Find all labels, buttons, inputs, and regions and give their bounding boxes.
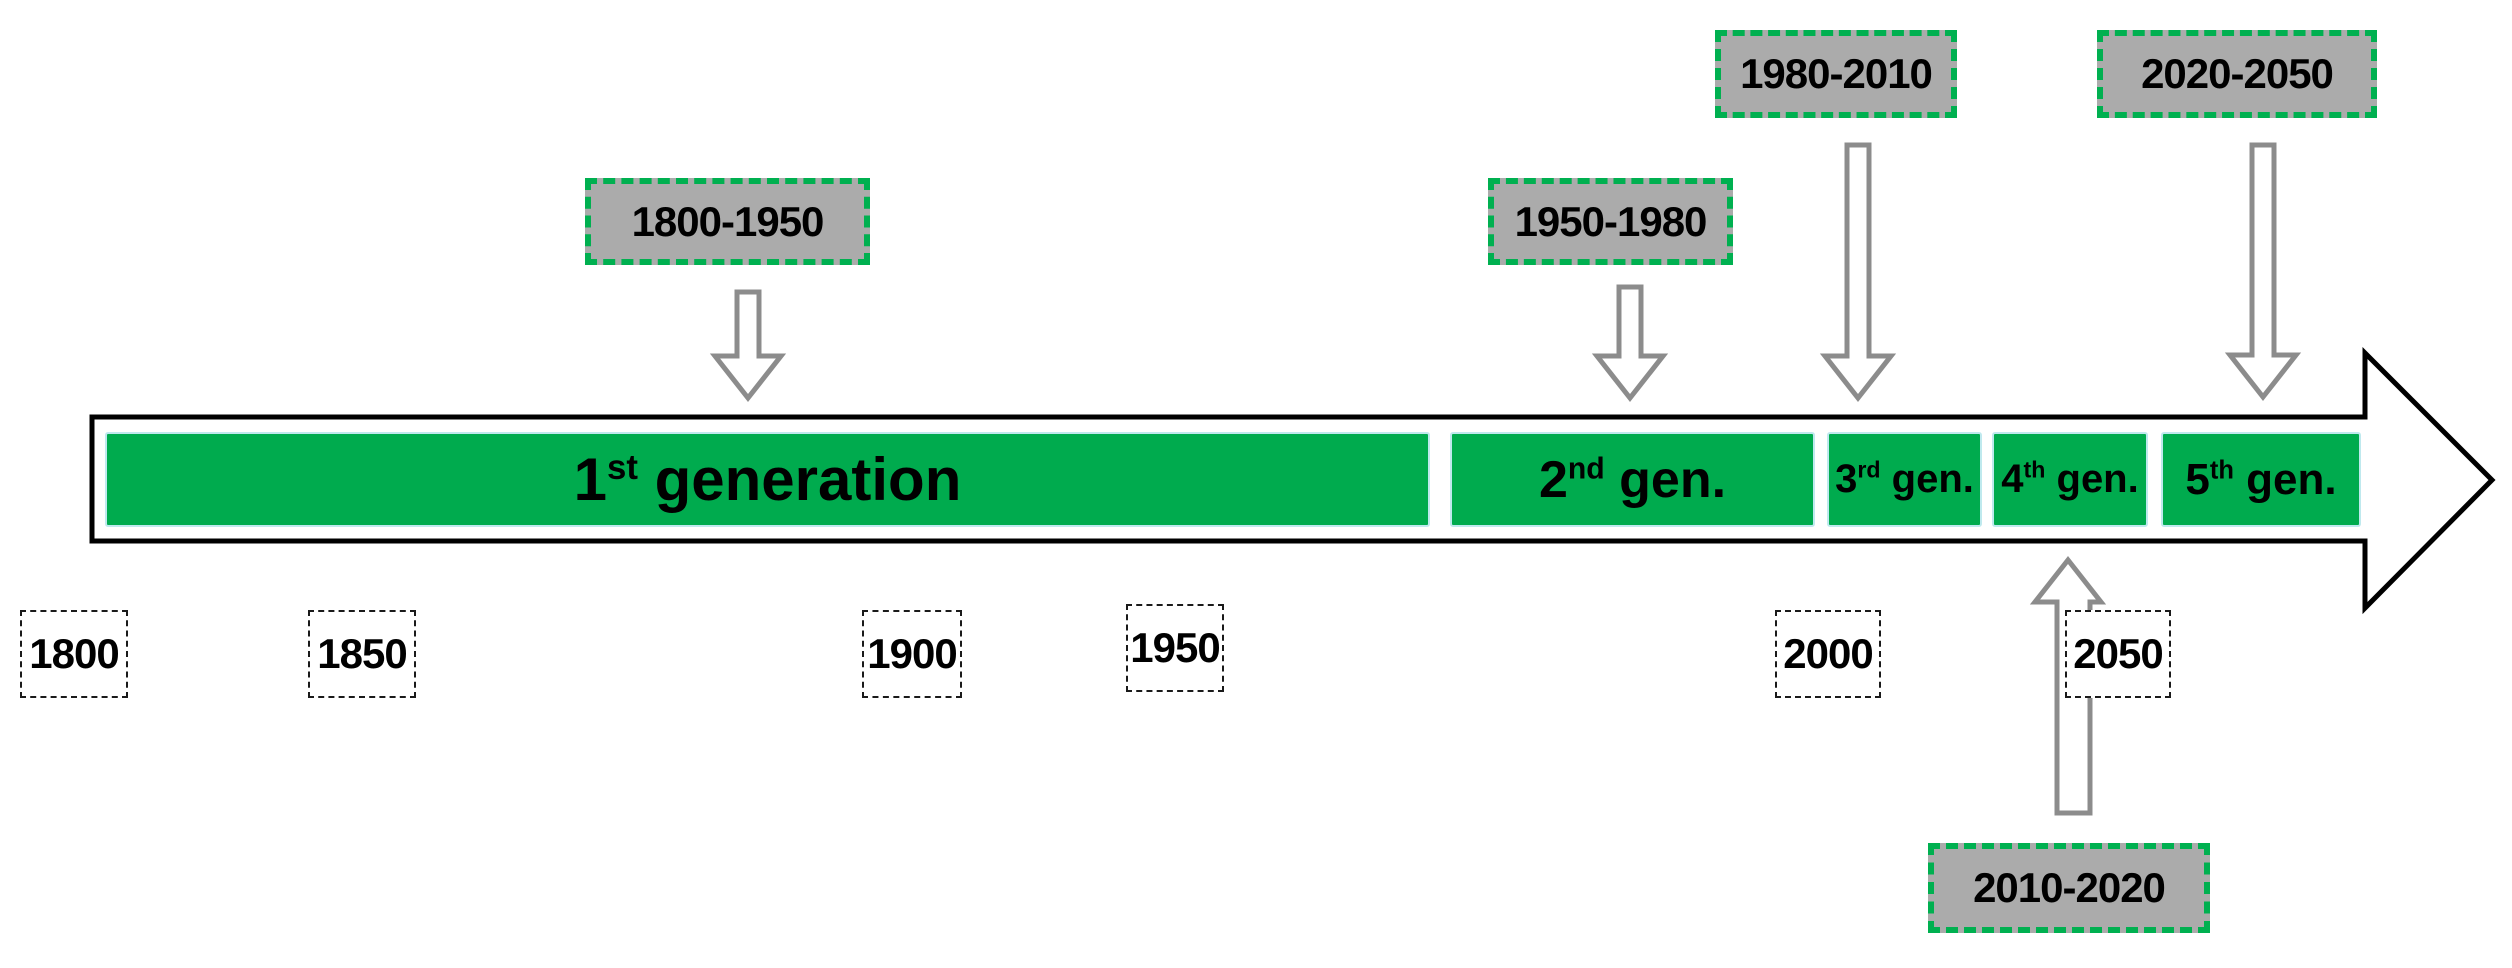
down-arrow-1950-1980 (1591, 284, 1669, 403)
callout-1980-2010: 1980-2010 (1715, 30, 1957, 118)
year-box-1950: 1950 (1126, 604, 1224, 692)
year-box-2050: 2050 (2065, 610, 2171, 698)
segment-gen1-label: 1st generation (573, 446, 962, 513)
segment-gen5: 5th gen. (2161, 432, 2361, 527)
callout-1800-1950: 1800-1950 (585, 178, 870, 265)
year-box-1800: 1800 (20, 610, 128, 698)
segment-gen3: 3rd gen. (1827, 432, 1982, 527)
callout-1950-1980: 1950-1980 (1488, 178, 1733, 265)
year-box-2000: 2000 (1775, 610, 1881, 698)
segment-gen2: 2nd gen. (1450, 432, 1815, 527)
year-box-1900: 1900 (862, 610, 962, 698)
segment-gen5-label: 5th gen. (2185, 454, 2337, 504)
segment-gen2-label: 2nd gen. (1538, 450, 1727, 509)
year-box-1850: 1850 (308, 610, 416, 698)
segment-gen4-label: 4th gen. (2001, 456, 2139, 501)
down-arrow-2020-2050 (2224, 142, 2302, 402)
callout-2010-2020: 2010-2020 (1928, 843, 2210, 933)
down-arrow-1980-2010 (1819, 142, 1897, 403)
segment-gen4: 4th gen. (1992, 432, 2148, 527)
down-arrow-1800-1950 (709, 289, 787, 403)
callout-2020-2050: 2020-2050 (2097, 30, 2377, 118)
segment-gen3-label: 3rd gen. (1835, 456, 1974, 501)
segment-gen1: 1st generation (105, 432, 1430, 527)
